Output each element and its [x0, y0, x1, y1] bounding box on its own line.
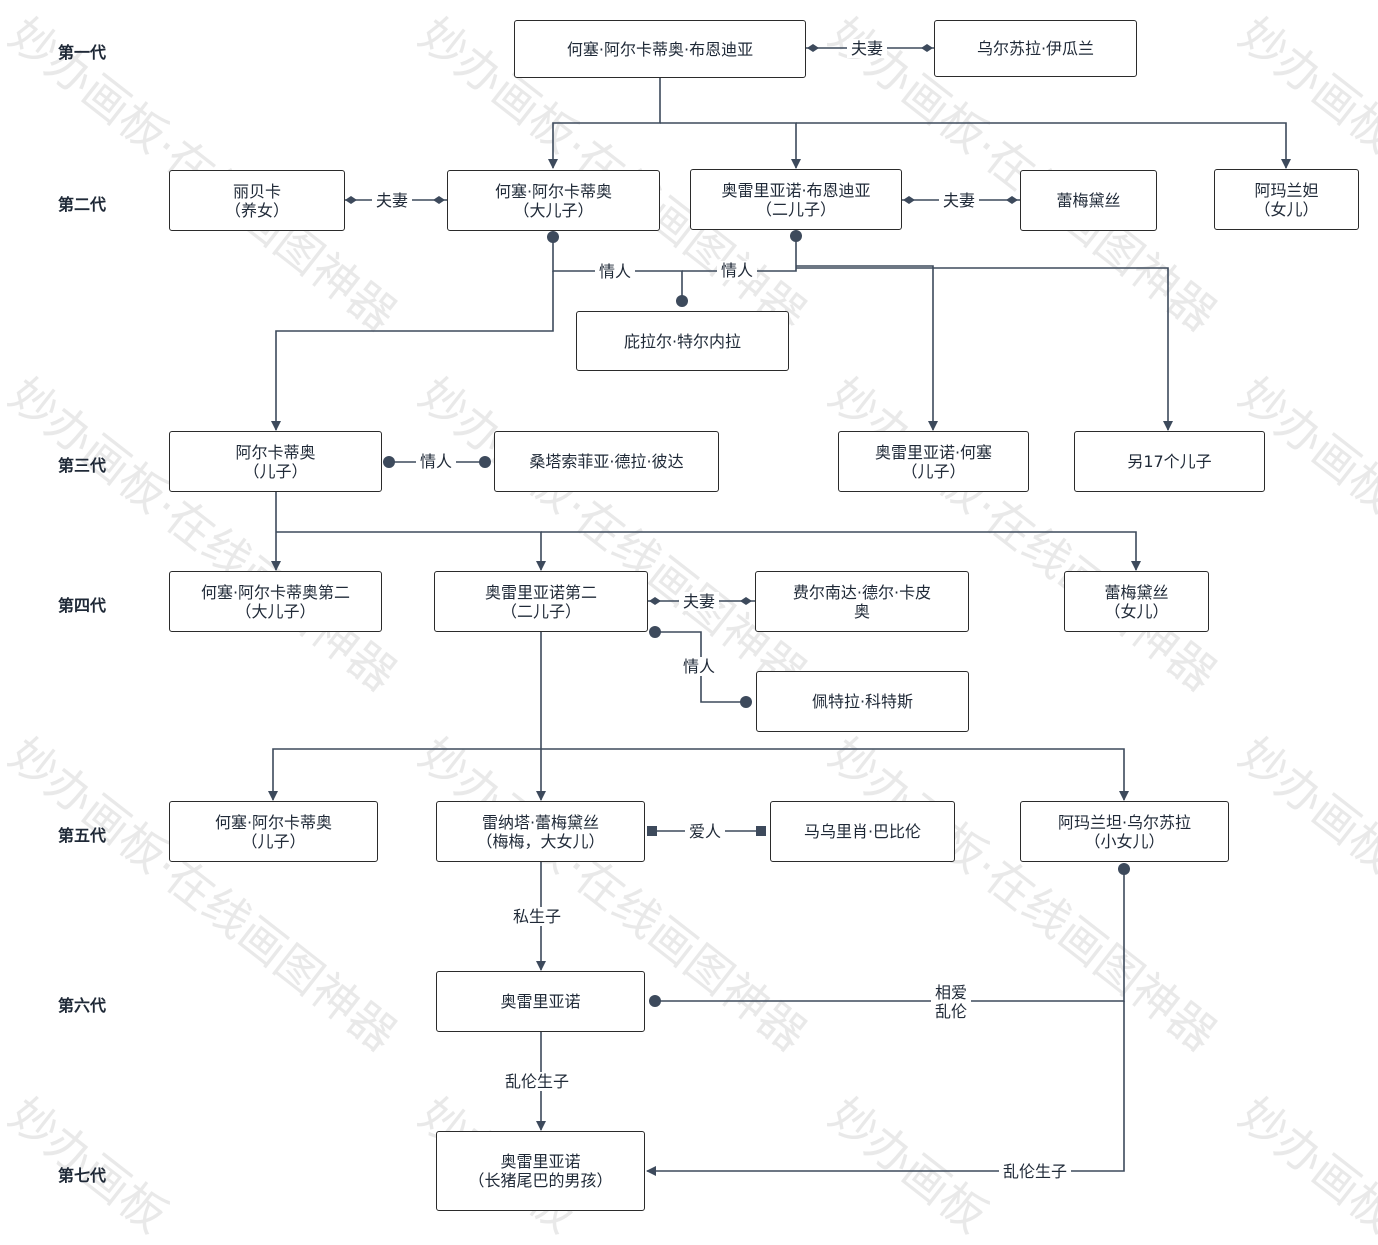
generation-label-6: 第六代 [58, 996, 107, 1015]
circle-marker [676, 295, 688, 307]
square-marker [647, 826, 657, 836]
generation-label-3: 第三代 [58, 456, 107, 475]
edge-label-spouse: 夫妻 [939, 191, 980, 210]
edge-label-spouse: 夫妻 [372, 191, 413, 210]
diamond-marker [1006, 196, 1018, 204]
person-node-jose-arcadio-son[interactable]: 何塞·阿尔卡蒂奥（儿子） [169, 801, 378, 862]
edge-label-incest-child: 乱伦生子 [501, 1072, 574, 1091]
edge-label-spouse: 夫妻 [847, 39, 888, 58]
person-node-fernanda-del-carpio[interactable]: 费尔南达·德尔·卡皮奥 [755, 571, 969, 632]
diamond-marker [903, 196, 915, 204]
person-node-aureliano-buendia[interactable]: 奥雷里亚诺·布恩迪亚（二儿子） [690, 169, 902, 230]
person-node-aureliano-segundo[interactable]: 奥雷里亚诺第二（二儿子） [434, 571, 648, 632]
diamond-marker [345, 196, 357, 204]
person-node-rebeca[interactable]: 丽贝卡（养女） [169, 170, 345, 231]
parent-child-link [541, 531, 1141, 571]
edge-label-lover: 情人 [679, 657, 720, 676]
person-node-jose-arcadio[interactable]: 何塞·阿尔卡蒂奥（大儿子） [447, 170, 660, 231]
circle-marker [479, 456, 491, 468]
person-node-arcadio[interactable]: 阿尔卡蒂奥（儿子） [169, 431, 382, 492]
edge-label-illegitimate-child: 私生子 [509, 907, 566, 926]
parent-child-link [796, 122, 1291, 169]
circle-marker [1118, 863, 1130, 875]
person-node-remedios-the-beauty[interactable]: 蕾梅黛丝（女儿） [1064, 571, 1209, 632]
person-node-jose-arcadio-segundo[interactable]: 何塞·阿尔卡蒂奥第二（大儿子） [169, 571, 382, 632]
generation-label-5: 第五代 [58, 826, 107, 845]
edge-label-lover: 爱人 [685, 822, 726, 841]
person-node-amaranta[interactable]: 阿玛兰妲（女儿） [1214, 169, 1359, 230]
edge-label-lover: 情人 [717, 261, 758, 280]
edge-label-incest-love: 相爱乱伦 [931, 983, 972, 1021]
generation-label-1: 第一代 [58, 43, 107, 62]
diamond-marker [807, 44, 819, 52]
person-node-jose-arcadio-buendia[interactable]: 何塞·阿尔卡蒂奥·布恩迪亚 [514, 20, 806, 78]
edge-label-lover: 情人 [595, 262, 636, 281]
parent-child-link [548, 78, 661, 169]
generation-label-2: 第二代 [58, 195, 107, 214]
parent-child-link [660, 122, 801, 169]
parent-child-link [276, 531, 546, 571]
edge-label-incest-child: 乱伦生子 [999, 1162, 1072, 1181]
parent-child-link [796, 267, 1173, 431]
person-node-aureliano-babilonia[interactable]: 奥雷里亚诺 [436, 971, 645, 1032]
generation-label-4: 第四代 [58, 596, 107, 615]
parent-child-link [646, 1001, 1125, 1176]
person-node-pig-tail-boy[interactable]: 奥雷里亚诺（长猪尾巴的男孩） [436, 1131, 645, 1211]
parent-child-link [271, 271, 554, 431]
person-node-remedios[interactable]: 蕾梅黛丝 [1020, 170, 1157, 231]
square-marker [756, 826, 766, 836]
incest-lover-link [655, 869, 1125, 1002]
edge-label-lover: 情人 [416, 452, 457, 471]
person-node-seventeen-sons[interactable]: 另17个儿子 [1074, 431, 1265, 492]
person-node-pilar-ternera[interactable]: 庇拉尔·特尔内拉 [576, 311, 789, 371]
person-node-mauricio-babilonia[interactable]: 马乌里肖·巴比伦 [770, 801, 955, 862]
edge-label-spouse: 夫妻 [679, 592, 720, 611]
circle-marker [547, 231, 559, 243]
diamond-marker [649, 597, 661, 605]
person-node-renata-remedios[interactable]: 雷纳塔·蕾梅黛丝（梅梅，大女儿） [436, 801, 645, 862]
person-node-aureliano-jose[interactable]: 奥雷里亚诺·何塞（儿子） [838, 431, 1029, 492]
circle-marker [740, 696, 752, 708]
person-node-santa-sofia[interactable]: 桑塔索菲亚·德拉·彼达 [494, 431, 719, 492]
diamond-marker [433, 196, 445, 204]
circle-marker [790, 230, 802, 242]
circle-marker [649, 626, 661, 638]
diamond-marker [921, 44, 933, 52]
circle-marker [649, 995, 661, 1007]
person-node-amaranta-ursula[interactable]: 阿玛兰坦·乌尔苏拉（小女儿） [1020, 801, 1229, 862]
parent-child-link [268, 748, 541, 801]
parent-child-link [796, 265, 938, 431]
parent-child-link [541, 748, 1129, 801]
diamond-marker [740, 597, 752, 605]
person-node-petra-cotes[interactable]: 佩特拉·科特斯 [756, 671, 969, 732]
generation-label-7: 第七代 [58, 1166, 107, 1185]
circle-marker [383, 456, 395, 468]
person-node-ursula-iguaran[interactable]: 乌尔苏拉·伊瓜兰 [934, 20, 1137, 77]
